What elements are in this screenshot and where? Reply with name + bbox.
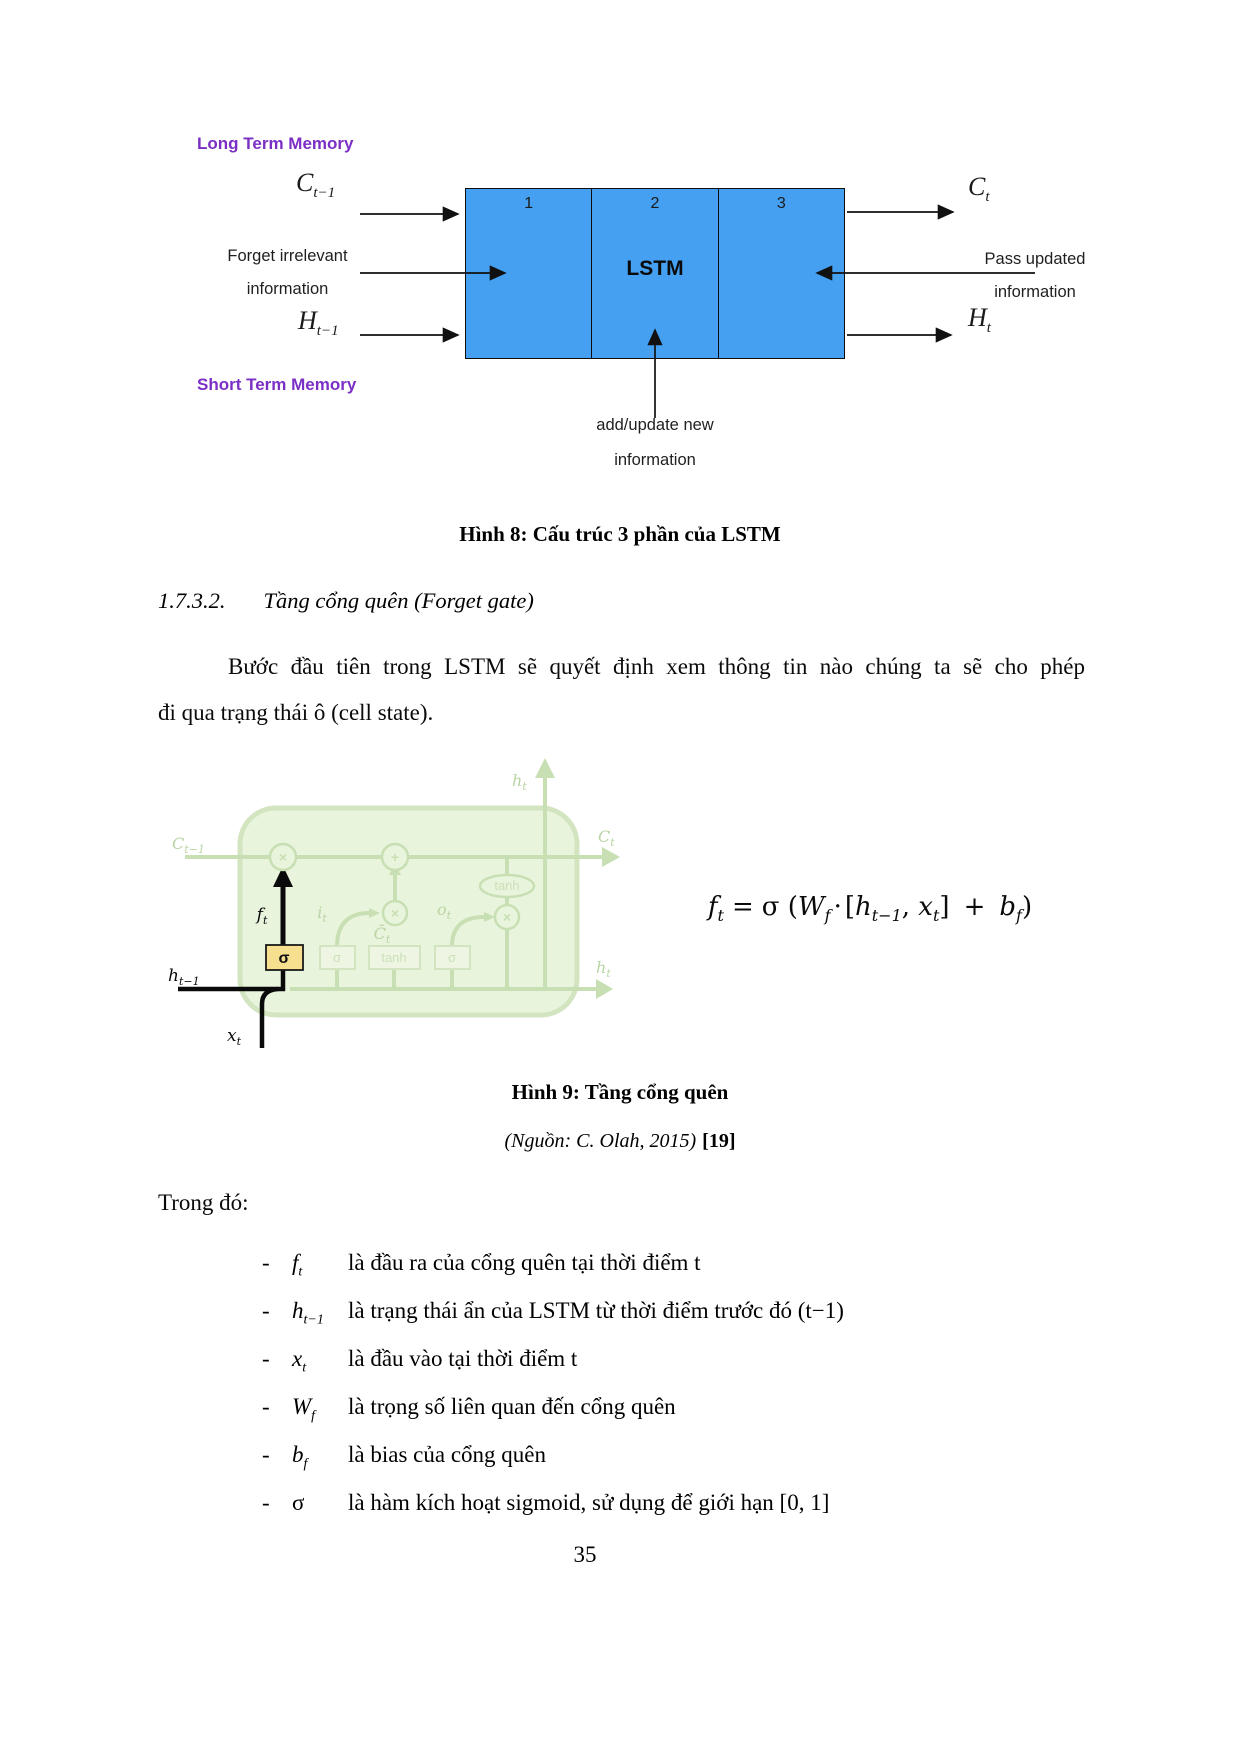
item-text: là trọng số liên quan đến cổng quên xyxy=(348,1394,676,1419)
h-out-label: Ht xyxy=(968,303,991,337)
svg-text:×: × xyxy=(503,909,511,925)
figure9-source: (Nguồn: C. Olah, 2015)[19] xyxy=(150,1130,1090,1153)
label-i-gate: it xyxy=(317,903,327,925)
lstm-section-1: 1 xyxy=(466,189,593,358)
forget-note-line1: Forget irrelevant xyxy=(227,247,348,265)
lstm-section-3: 3 xyxy=(719,189,844,358)
formula-b: b xyxy=(999,892,1017,922)
add-note: add/update new information xyxy=(585,408,725,478)
h-prev-label: Ht−1 xyxy=(298,306,339,340)
term-sigma: σ xyxy=(292,1490,305,1515)
bullet-dash: - xyxy=(262,1346,270,1371)
formula-equals: = xyxy=(731,892,754,922)
item-text: là đầu ra của cổng quên tại thời điểm t xyxy=(348,1250,701,1275)
formula-x: x xyxy=(918,892,933,922)
figure8-arrows xyxy=(360,204,1035,418)
bullet-dash: - xyxy=(262,1394,270,1419)
faded-operators: × + × × tanh σ tanh σ xyxy=(268,842,536,970)
formula-f: f xyxy=(707,892,718,922)
label-x-input: xt xyxy=(227,1026,242,1048)
formula-open-paren: ( xyxy=(787,892,798,922)
sigma-symbol: σ xyxy=(279,950,290,967)
source-text: (Nguồn: C. Olah, 2015) xyxy=(504,1130,697,1152)
where-intro: Trong đó: xyxy=(158,1190,249,1215)
figure9-caption: Hình 9: Tầng cổng quên xyxy=(511,1080,729,1104)
c-prev-label: Ct−1 xyxy=(296,168,336,202)
list-item: - σ là hàm kích hoạt sigmoid, sử dụng để… xyxy=(262,1490,829,1521)
lstm-block-title: LSTM xyxy=(626,256,684,280)
item-text: là hàm kích hoạt sigmoid, sử dụng để giớ… xyxy=(348,1490,830,1515)
pass-note: Pass updated information xyxy=(965,243,1105,309)
forget-note-line2: information xyxy=(246,280,329,298)
lstm-cell-body xyxy=(237,805,580,1018)
svg-text:+: + xyxy=(391,849,399,865)
term-f-t: ft xyxy=(292,1250,303,1280)
svg-text:σ: σ xyxy=(448,950,456,965)
bullet-dash: - xyxy=(262,1250,270,1275)
list-item: - ft là đầu ra của cổng quên tại thời đi… xyxy=(262,1250,701,1281)
lstm-section-2: 2 LSTM xyxy=(592,189,719,358)
bullet-dash: - xyxy=(262,1442,270,1467)
sigma-gate-highlight xyxy=(265,944,304,971)
item-text: là đầu vào tại thời điểm t xyxy=(348,1346,578,1371)
formula-close-paren: ) xyxy=(1021,892,1033,922)
add-note-line1: add/update new xyxy=(596,416,714,434)
section-3-number: 3 xyxy=(776,195,786,212)
label-h-prev: ht−1 xyxy=(168,966,200,988)
paragraph-line-2: đi qua trạng thái ô (cell state). xyxy=(158,700,434,725)
forget-gate-path xyxy=(178,866,293,1048)
short-term-memory-label: Short Term Memory xyxy=(197,375,357,394)
section-1-number: 1 xyxy=(524,195,534,212)
formula-plus: + xyxy=(963,892,986,922)
label-h-right: ht xyxy=(596,958,611,980)
formula-close-bracket: ] xyxy=(939,892,950,922)
add-note-line2: information xyxy=(614,451,696,469)
label-c-prev: Ct−1 xyxy=(172,834,205,856)
svg-text:σ: σ xyxy=(333,950,341,965)
svg-text:tanh: tanh xyxy=(494,878,519,893)
formula-sigma: σ xyxy=(761,892,780,922)
figure8-caption: Hình 8: Cấu trúc 3 phần của LSTM xyxy=(459,522,781,546)
formula-w: W xyxy=(797,892,825,922)
label-o-gate: ot xyxy=(437,900,452,922)
source-reference: [19] xyxy=(702,1130,736,1152)
term-h-prev: ht−1 xyxy=(292,1298,324,1328)
svg-text:×: × xyxy=(391,905,399,921)
paragraph-line-1: Bước đầu tiên trong LSTM sẽ quyết định x… xyxy=(228,654,1085,679)
formula-comma: , xyxy=(901,892,911,922)
term-x-t: xt xyxy=(292,1346,307,1376)
svg-text:×: × xyxy=(279,849,287,865)
section-2-number: 2 xyxy=(650,195,660,212)
label-f-gate: ft xyxy=(255,905,268,927)
section-title: Tầng cổng quên (Forget gate) xyxy=(263,588,534,613)
formula-h: h xyxy=(855,892,872,922)
label-c-tilde: C̃t xyxy=(374,924,391,946)
svg-text:tanh: tanh xyxy=(381,950,406,965)
forget-gate-formula: ft=σ (Wf·[ht−1, xt]+bf) xyxy=(707,892,1033,926)
pass-note-line1: Pass updated xyxy=(984,250,1086,268)
figure-forget-gate-diagram: × + × × tanh σ tanh σ σ Ct−1 Ct ht it C̃… xyxy=(168,758,620,1048)
bullet-dash: - xyxy=(262,1490,270,1515)
list-item: - bf là bias của cổng quên xyxy=(262,1442,546,1473)
long-term-memory-label: Long Term Memory xyxy=(197,134,354,153)
item-text: là trạng thái ẩn của LSTM từ thời điểm t… xyxy=(348,1298,844,1323)
item-text: là bias của cổng quên xyxy=(348,1442,546,1467)
forget-note: Forget irrelevant information xyxy=(210,240,365,306)
section-number: 1.7.3.2. xyxy=(158,588,226,613)
label-h-top: ht xyxy=(512,771,527,793)
list-item: - ht−1 là trạng thái ẩn của LSTM từ thời… xyxy=(262,1298,844,1329)
label-c-out: Ct xyxy=(598,827,615,849)
formula-cdot: · xyxy=(833,892,842,922)
term-b-f: bf xyxy=(292,1442,308,1472)
section-heading: 1.7.3.2. Tầng cổng quên (Forget gate) xyxy=(158,588,534,614)
bullet-dash: - xyxy=(262,1298,270,1323)
c-out-label: Ct xyxy=(968,172,990,206)
list-item: - Wf là trọng số liên quan đến cổng quên xyxy=(262,1394,676,1425)
list-item: - xt là đầu vào tại thời điểm t xyxy=(262,1346,577,1377)
formula-open-bracket: [ xyxy=(844,892,855,922)
term-w-f: Wf xyxy=(292,1394,316,1424)
page-number: 35 xyxy=(573,1542,597,1567)
pass-note-line2: information xyxy=(994,283,1076,301)
